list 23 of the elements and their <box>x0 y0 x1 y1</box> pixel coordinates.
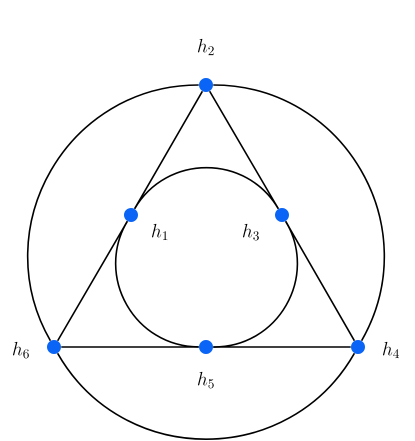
circle-arc <box>134 167 279 210</box>
point-dot <box>199 340 213 354</box>
circle-arc <box>213 84 385 342</box>
point-dot <box>275 208 289 222</box>
point-label: $h_2$ <box>198 38 214 56</box>
triangle-side <box>61 346 199 348</box>
circle-arc <box>114 220 199 348</box>
point-label: $h_5$ <box>198 372 214 388</box>
point-dot <box>124 208 138 222</box>
triangle-side <box>208 90 280 210</box>
point-label: $h_6$ <box>12 342 29 358</box>
circle-arc <box>213 220 298 348</box>
point-label: $h_4$ <box>382 342 400 358</box>
point-dot <box>47 340 61 354</box>
point-dot <box>351 340 365 354</box>
circle-arc <box>27 84 199 342</box>
triangle-side <box>134 90 204 210</box>
point-label: $h_3$ <box>242 224 259 240</box>
circle-arc <box>56 352 356 440</box>
point-label: $h_1$ <box>152 224 168 240</box>
triangle-side <box>284 220 356 342</box>
point-dot <box>199 78 213 92</box>
triangle-side <box>56 220 128 342</box>
